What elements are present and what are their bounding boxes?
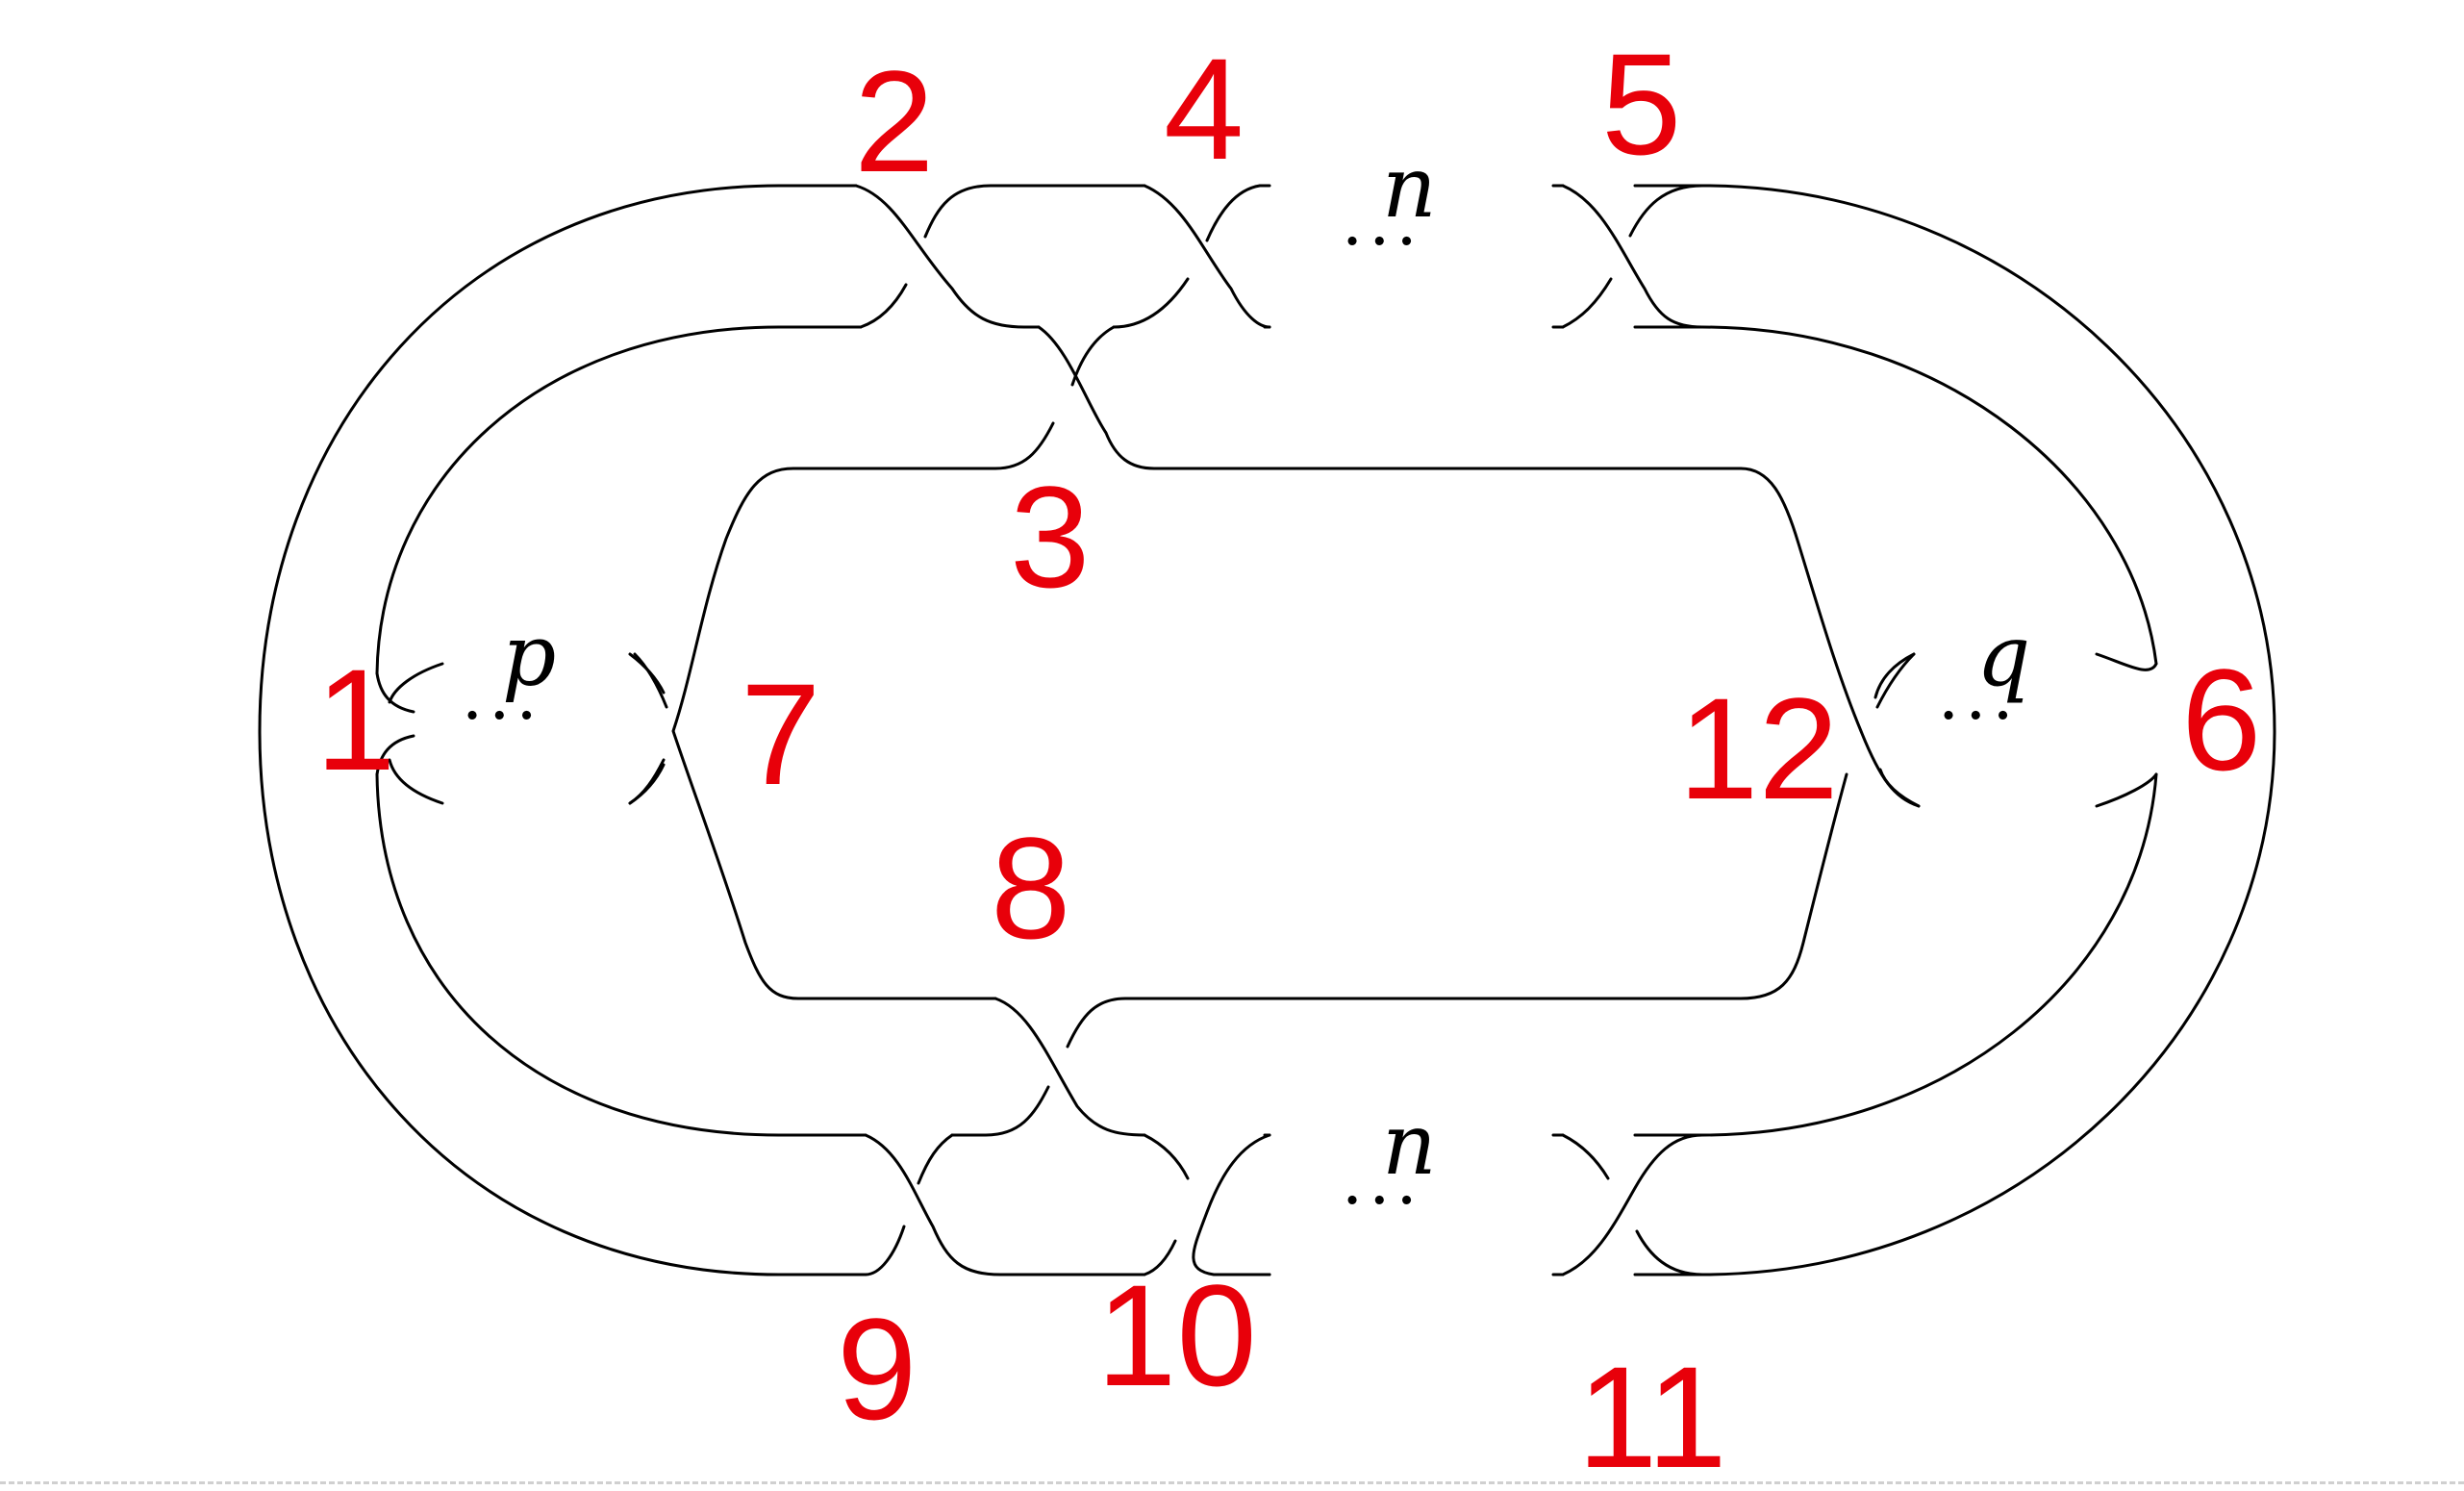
bottom-twist-bracket-left <box>1263 1133 1271 1276</box>
bottom-twist-bracket-right <box>1551 1133 1565 1276</box>
top-cross-3-over <box>1037 325 1743 470</box>
left-cross-7-under-b <box>628 758 666 805</box>
crossing-number-6: 6 <box>2181 639 2261 800</box>
crossing-number-9: 9 <box>837 1288 917 1450</box>
bottom-cross-10-under-b <box>1143 1239 1177 1276</box>
inner-right-arc-bottom <box>1633 772 2158 1137</box>
top-cross-2-under-a <box>859 283 908 329</box>
left-twist-ellipsis: ··· <box>462 676 543 755</box>
left-cross-7-over <box>671 467 997 1000</box>
left-twist-bracket-right <box>628 652 666 805</box>
top-twist-bracket-left <box>1258 184 1271 329</box>
right-cross-12-under-a <box>1875 652 1916 709</box>
bottom-cross-8-under-b <box>950 1085 1050 1137</box>
crossing-number-7: 7 <box>741 653 820 815</box>
bottom-cross-9-under-b <box>864 1225 906 1276</box>
bottom-cross-9-over <box>864 1133 1146 1276</box>
bottom-twist-label: n <box>1382 1095 1437 1194</box>
crossing-number-12: 12 <box>1678 668 1839 829</box>
top-twist-label: n <box>1382 138 1437 237</box>
top-cross-4-over <box>1143 184 1271 329</box>
left-twist-label: p <box>502 606 556 705</box>
right-twist-bracket-right <box>2095 652 2158 808</box>
top-cross-5-over <box>1561 184 1704 329</box>
left-twist-bracket-left <box>375 662 444 805</box>
top-twist-ellipsis: ··· <box>1342 202 1423 281</box>
crossing-number-3: 3 <box>1010 456 1090 618</box>
bottom-cross-11-over <box>1561 1133 1704 1276</box>
inner-left-arc-bottom <box>375 772 867 1137</box>
bottom-cross-10-under-a <box>1143 1133 1190 1180</box>
top-twist-bracket-right <box>1551 184 1565 329</box>
outer-left-arc <box>258 184 867 1276</box>
right-twist-bracket-left <box>1873 652 1921 808</box>
top-cross-3-under-a <box>1070 325 1116 387</box>
right-cross-12-under-b <box>1739 772 1848 1000</box>
right-twist-ellipsis: ··· <box>1938 676 2020 755</box>
top-cross-5-under-b <box>1628 184 1704 238</box>
bottom-cross-11-under-a <box>1561 1133 1610 1180</box>
right-twist-label: q <box>1976 606 2030 705</box>
crossing-number-10: 10 <box>1096 1254 1257 1416</box>
inner-left-arc-top <box>375 325 863 675</box>
top-cross-5-under-a <box>1561 277 1613 329</box>
crossing-number-2: 2 <box>854 40 934 202</box>
crossing-number-5: 5 <box>1601 23 1681 185</box>
bottom-twist-ellipsis: ··· <box>1342 1161 1423 1240</box>
bottom-cross-8-over <box>993 997 1146 1137</box>
bottom-cross-9-under-a <box>917 1133 954 1185</box>
crossing-number-1: 1 <box>315 639 395 800</box>
crossing-number-4: 4 <box>1164 28 1244 190</box>
top-cross-2-over <box>854 184 1041 329</box>
bottom-cross-8-under-a <box>1066 997 1743 1049</box>
top-cross-4-under-b <box>1205 184 1262 242</box>
left-cross-7-under-a <box>633 652 668 709</box>
top-cross-3-under-b <box>792 421 1055 470</box>
bottom-cross-10-over <box>1192 1133 1271 1276</box>
crossing-number-11: 11 <box>1577 1336 1727 1491</box>
top-cross-2-under-b <box>923 184 1146 239</box>
inner-right-arc-top <box>1633 325 2158 666</box>
bottom-cross-11-under-b <box>1635 1229 1704 1276</box>
outer-right-arc <box>1633 184 2276 1276</box>
top-cross-4-under-a <box>1112 277 1190 329</box>
window-bottom-edge <box>0 1481 2464 1484</box>
crossing-number-8: 8 <box>991 807 1070 969</box>
